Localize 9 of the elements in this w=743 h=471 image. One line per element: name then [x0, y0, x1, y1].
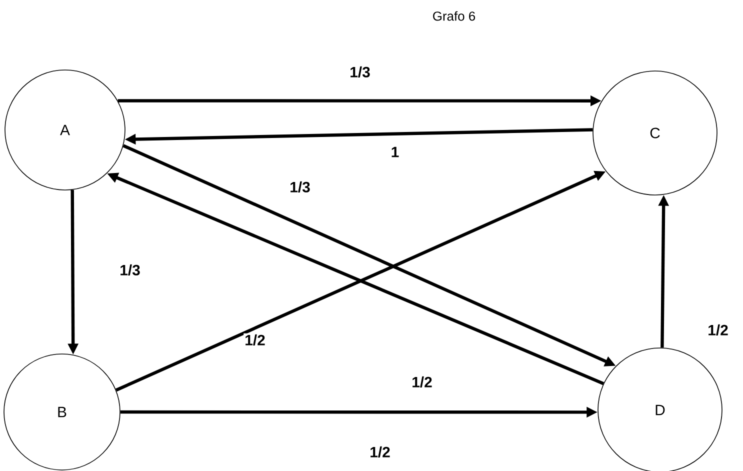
edge-label: 1/3 [120, 264, 140, 276]
edge-label: 1/3 [350, 66, 370, 78]
edge-label: 1/2 [370, 446, 390, 458]
edge-label: 1/2 [708, 324, 728, 336]
title: Grafo 6 [433, 11, 476, 21]
edge-label: 1 [392, 146, 399, 158]
edge-label: 1/3 [290, 181, 310, 193]
edge-label: 1/2 [246, 334, 265, 346]
edge-label: 1/2 [412, 376, 432, 388]
